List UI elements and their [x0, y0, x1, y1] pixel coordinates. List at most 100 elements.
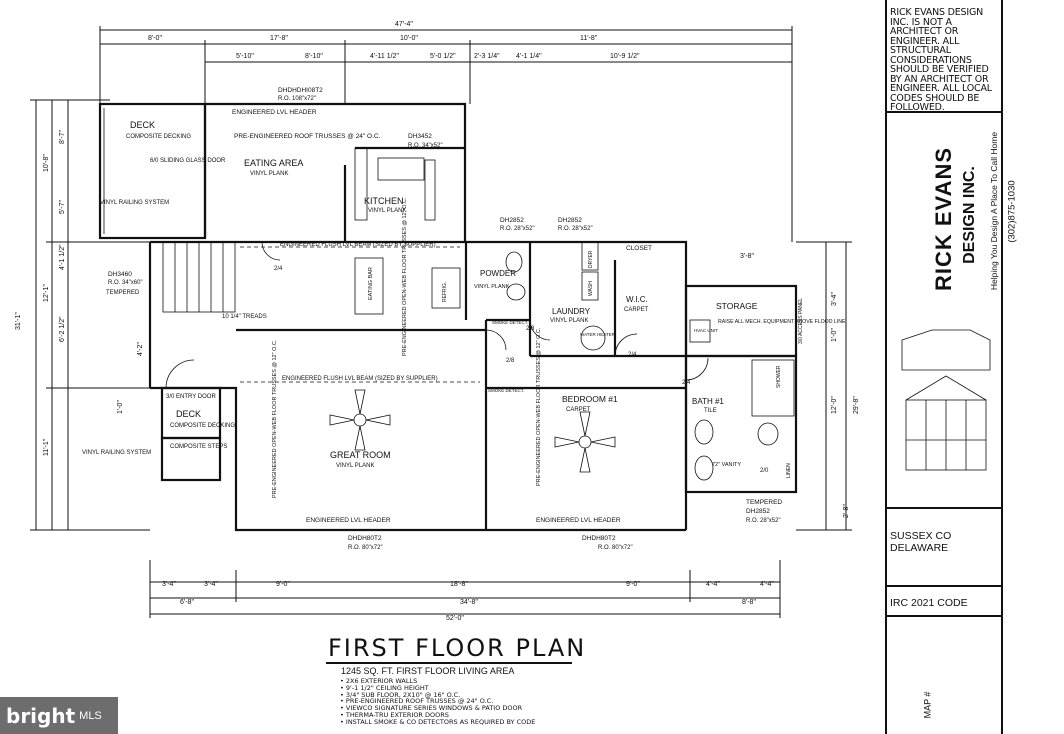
plan-note: 2x6 EXTERIOR WALLS [340, 678, 535, 685]
dim-bottom-10: 8'-8" [742, 599, 756, 606]
plan-notes: 2x6 EXTERIOR WALLS 9'-1 1/2" CEILING HEI… [340, 678, 535, 726]
disclaimer-text: RICK EVANS DESIGN INC. IS NOT A ARCHITEC… [890, 7, 992, 113]
dim-bottom-2: 3'-4" [204, 581, 218, 588]
dim-left-9: 11'-1" [43, 438, 50, 456]
window-top-ro: R.O. 108"x72" [278, 96, 316, 102]
floor-trusses-mid: PRE-ENGINEERED OPEN-WEB FLOOR TRUSSES @ … [402, 197, 408, 356]
vinyl-railing-bottom: VINYL RAILING SYSTEM [82, 450, 151, 456]
bath-label: BATH #1 [692, 397, 724, 406]
watermark-mls: MLS [79, 709, 102, 722]
smoke-detect-a: SMOKE DETECT. [492, 320, 528, 325]
refrig-label: REFRIG. [442, 282, 448, 302]
lvl-header-top-label: ENGINEERED LVL HEADER [232, 109, 317, 116]
deck-bottom-sub: COMPOSITE DECKING [170, 423, 235, 429]
dim-bottom-6: 4'-4" [706, 581, 720, 588]
dim-left-overall: 31'-1" [15, 312, 22, 330]
dim-top-7: 4'-11 1/2" [370, 53, 400, 60]
window-dh3460-ro: R.O. 34"x60" [108, 280, 143, 286]
lvl-header-bottom-b: ENGINEERED LVL HEADER [536, 517, 621, 524]
plan-note: 9'-1 1/2" CEILING HEIGHT [340, 684, 535, 692]
plan-note: INSTALL SMOKE & CO DETECTORS AS REQUIRED… [340, 718, 535, 726]
state-text: DELAWARE [890, 542, 949, 554]
water-heater-label: WATER HEATER [580, 332, 616, 337]
dim-bottom-4: 18'-8" [450, 581, 468, 588]
sliding-door-label: 6/0 SLIDING GLASS DOOR [150, 158, 226, 164]
floor-trusses-bedroom: PRE-ENGINEERED OPEN-WEB FLOOR TRUSSES @ … [536, 327, 542, 486]
deck-bottom-label: DECK [176, 409, 201, 419]
plan-title: FIRST FLOOR PLAN [328, 634, 587, 662]
window-dh3460: DH3460 [108, 271, 132, 278]
deck-top-sub: COMPOSITE DECKING [126, 134, 191, 140]
window-dh2852-c-ro: R.O. 28"x52" [746, 518, 781, 524]
floor-trusses-great: PRE-ENGINEERED OPEN-WEB FLOOR TRUSSES @ … [272, 339, 278, 498]
window-bottom-b-ro: R.O. 80"x72" [598, 545, 633, 551]
dim-right-3: 1'-0" [831, 328, 838, 342]
window-tempered-left: TEMPERED [106, 290, 140, 296]
company-phone: (302)875-1030 [1006, 180, 1018, 243]
dim-top-6: 8'-10" [305, 53, 323, 60]
great-room-label: GREAT ROOM [330, 450, 391, 460]
bedroom-label: BEDROOM #1 [562, 394, 618, 404]
plan-note: 3/4" SUB FLOOR, 2x10" @ 16" O.C. [340, 691, 535, 699]
closet-label: CLOSET [626, 245, 652, 252]
wic-floor: CARPET [624, 307, 649, 313]
linen-label: LINEN [786, 463, 792, 478]
smoke-detect-b: SMOKE DETECT. [488, 388, 524, 393]
location-block: SUSSEX CO DELAWARE [890, 530, 951, 554]
door-24-wic: 2/4 [628, 352, 637, 358]
dim-top-2: 17'-8" [270, 35, 288, 42]
dim-right-1: 3'-8" [740, 253, 754, 260]
dim-left-4: 4'-1 1/2" [59, 244, 66, 270]
plan-title-underline [326, 662, 572, 664]
flush-beam-top: ENGINEERED FLUSH LVL BEAM (SIZED BY SUPP… [280, 242, 436, 248]
hvac-label: HVAC UNIT [694, 328, 718, 333]
entry-door-label: 3/0 ENTRY DOOR [166, 394, 216, 400]
dim-top-4: 11'-8" [580, 35, 598, 42]
bedroom-floor: CARPET [566, 407, 591, 413]
dim-left-7: 4'-2" [137, 342, 144, 356]
laundry-floor: VINYL PLANK [550, 318, 588, 324]
plan-area-note: 1245 SQ. FT. FIRST FLOOR LIVING AREA [341, 666, 515, 676]
dim-left-2: 8'-7" [59, 130, 66, 144]
window-tempered-right: TEMPERED [746, 499, 782, 506]
door-20-linen: 2/0 [760, 468, 769, 474]
window-dh3452-ro: R.O. 34"x52" [408, 143, 443, 149]
dim-top-3: 10'-0" [400, 35, 418, 42]
dim-right-5: 29'-8" [853, 396, 860, 414]
treads-label: 10 1/4" TREADS [222, 314, 267, 320]
window-dh2852-b-ro: R.O. 28"x52" [558, 226, 593, 232]
door-28-bedroom: 2/8 [506, 358, 515, 364]
plan-note: THERMA-TRU EXTERIOR DOORS [340, 712, 535, 719]
watermark-brand: bright [6, 703, 76, 728]
company-subname: DESIGN INC. [961, 166, 978, 264]
dim-bottom-1: 3'-4" [162, 581, 176, 588]
kitchen-label: KITCHEN [364, 196, 404, 206]
dim-top-8: 5'-0 1/2" [430, 53, 456, 60]
window-bottom-a-ro: R.O. 80"x72" [348, 545, 383, 551]
dim-top-9: 2'-3 1/4" [474, 53, 500, 60]
powder-floor: VINYL PLANK [474, 284, 510, 290]
vanity-label: 72" VANITY [712, 462, 741, 468]
dim-right-6: 2'-8" [843, 504, 850, 518]
dim-right-2: 3'-4" [831, 292, 838, 306]
company-name: RICK EVANS [931, 146, 956, 292]
window-dh2852-a-ro: R.O. 28"x52" [500, 226, 535, 232]
storage-note: RAISE ALL MECH. EQUIPMENT ABOVE FLOOD LI… [718, 319, 846, 325]
bath-floor: TILE [704, 408, 717, 414]
dim-top-1: 8'-0" [148, 35, 162, 42]
laundry-label: LAUNDRY [552, 307, 591, 316]
door-28-laundry: 2/8 [526, 326, 535, 332]
eating-area-floor: VINYL PLANK [250, 171, 288, 177]
dim-bottom-overall: 52'-0" [446, 615, 464, 622]
building-code: IRC 2021 CODE [890, 597, 968, 609]
dim-left-5: 12'-1" [43, 284, 50, 302]
window-dh2852-b: DH2852 [558, 217, 582, 224]
dim-top-10: 4'-1 1/4" [516, 53, 542, 60]
window-dh3452: DH3452 [408, 133, 432, 140]
window-dh2852-c: DH2852 [746, 508, 770, 515]
lvl-header-bottom-a: ENGINEERED LVL HEADER [306, 517, 391, 524]
county-text: SUSSEX CO [890, 530, 952, 542]
wic-label: W.I.C. [626, 295, 648, 304]
